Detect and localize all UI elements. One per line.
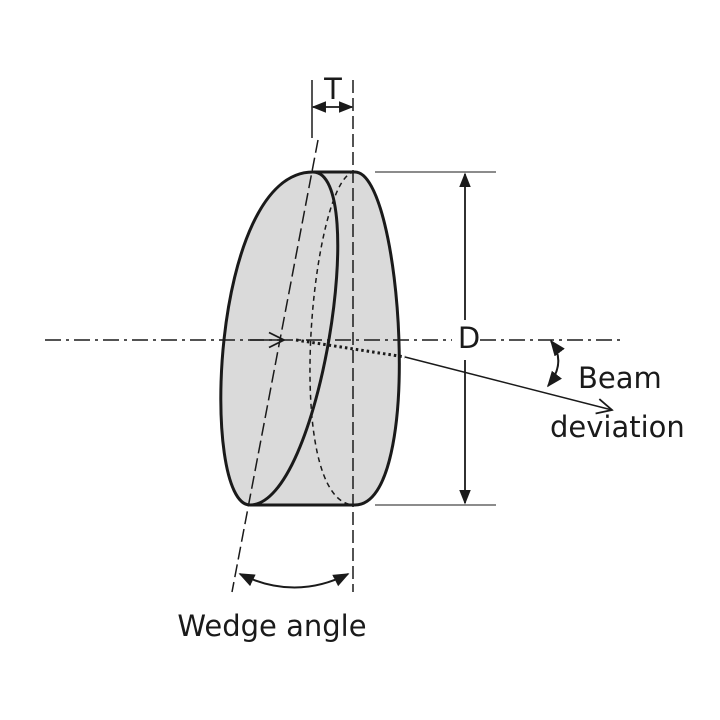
beam-deviation-label-line2: deviation bbox=[550, 410, 685, 444]
beam-deviation-label-line1: Beam bbox=[578, 361, 662, 395]
internal-beam-path bbox=[295, 338, 406, 359]
diameter-label: D bbox=[458, 321, 480, 355]
back-face-outline bbox=[354, 170, 401, 507]
wedge-angle-arc bbox=[238, 573, 350, 589]
wedge-angle-label: Wedge angle bbox=[177, 609, 366, 643]
front-face-outline bbox=[219, 170, 340, 507]
beam-deviation-arc bbox=[547, 339, 565, 388]
deviated-beam-arrow bbox=[404, 356, 612, 410]
front-face-axis bbox=[231, 139, 319, 593]
diameter-label-background bbox=[452, 320, 480, 360]
lens-body bbox=[220, 172, 400, 505]
thickness-label: T bbox=[323, 72, 342, 106]
